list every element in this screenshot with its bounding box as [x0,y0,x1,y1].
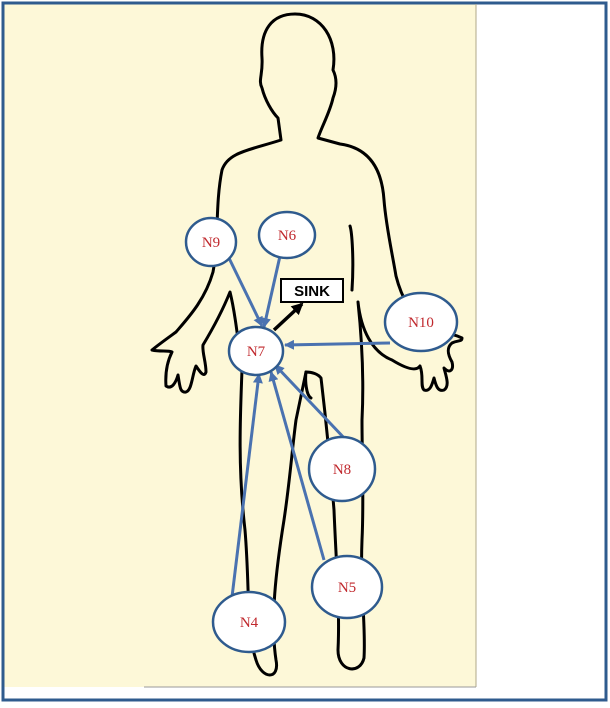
node-n4-label: N4 [240,615,259,631]
node-n7: N7 [229,327,283,375]
node-n6-label: N6 [278,228,297,244]
node-n9: N9 [186,218,236,266]
node-n4: N4 [213,592,285,652]
node-n5: N5 [312,556,382,618]
edge-n10-n7 [285,343,390,345]
node-n10: N10 [385,293,457,351]
sink-label: SINK [294,283,330,300]
node-n5-label: N5 [338,580,356,596]
node-n9-label: N9 [202,235,220,251]
node-n10-label: N10 [408,315,434,331]
node-n6: N6 [259,212,315,258]
node-n8: N8 [309,437,375,501]
node-n8-label: N8 [333,462,351,478]
node-n7-label: N7 [247,344,266,360]
